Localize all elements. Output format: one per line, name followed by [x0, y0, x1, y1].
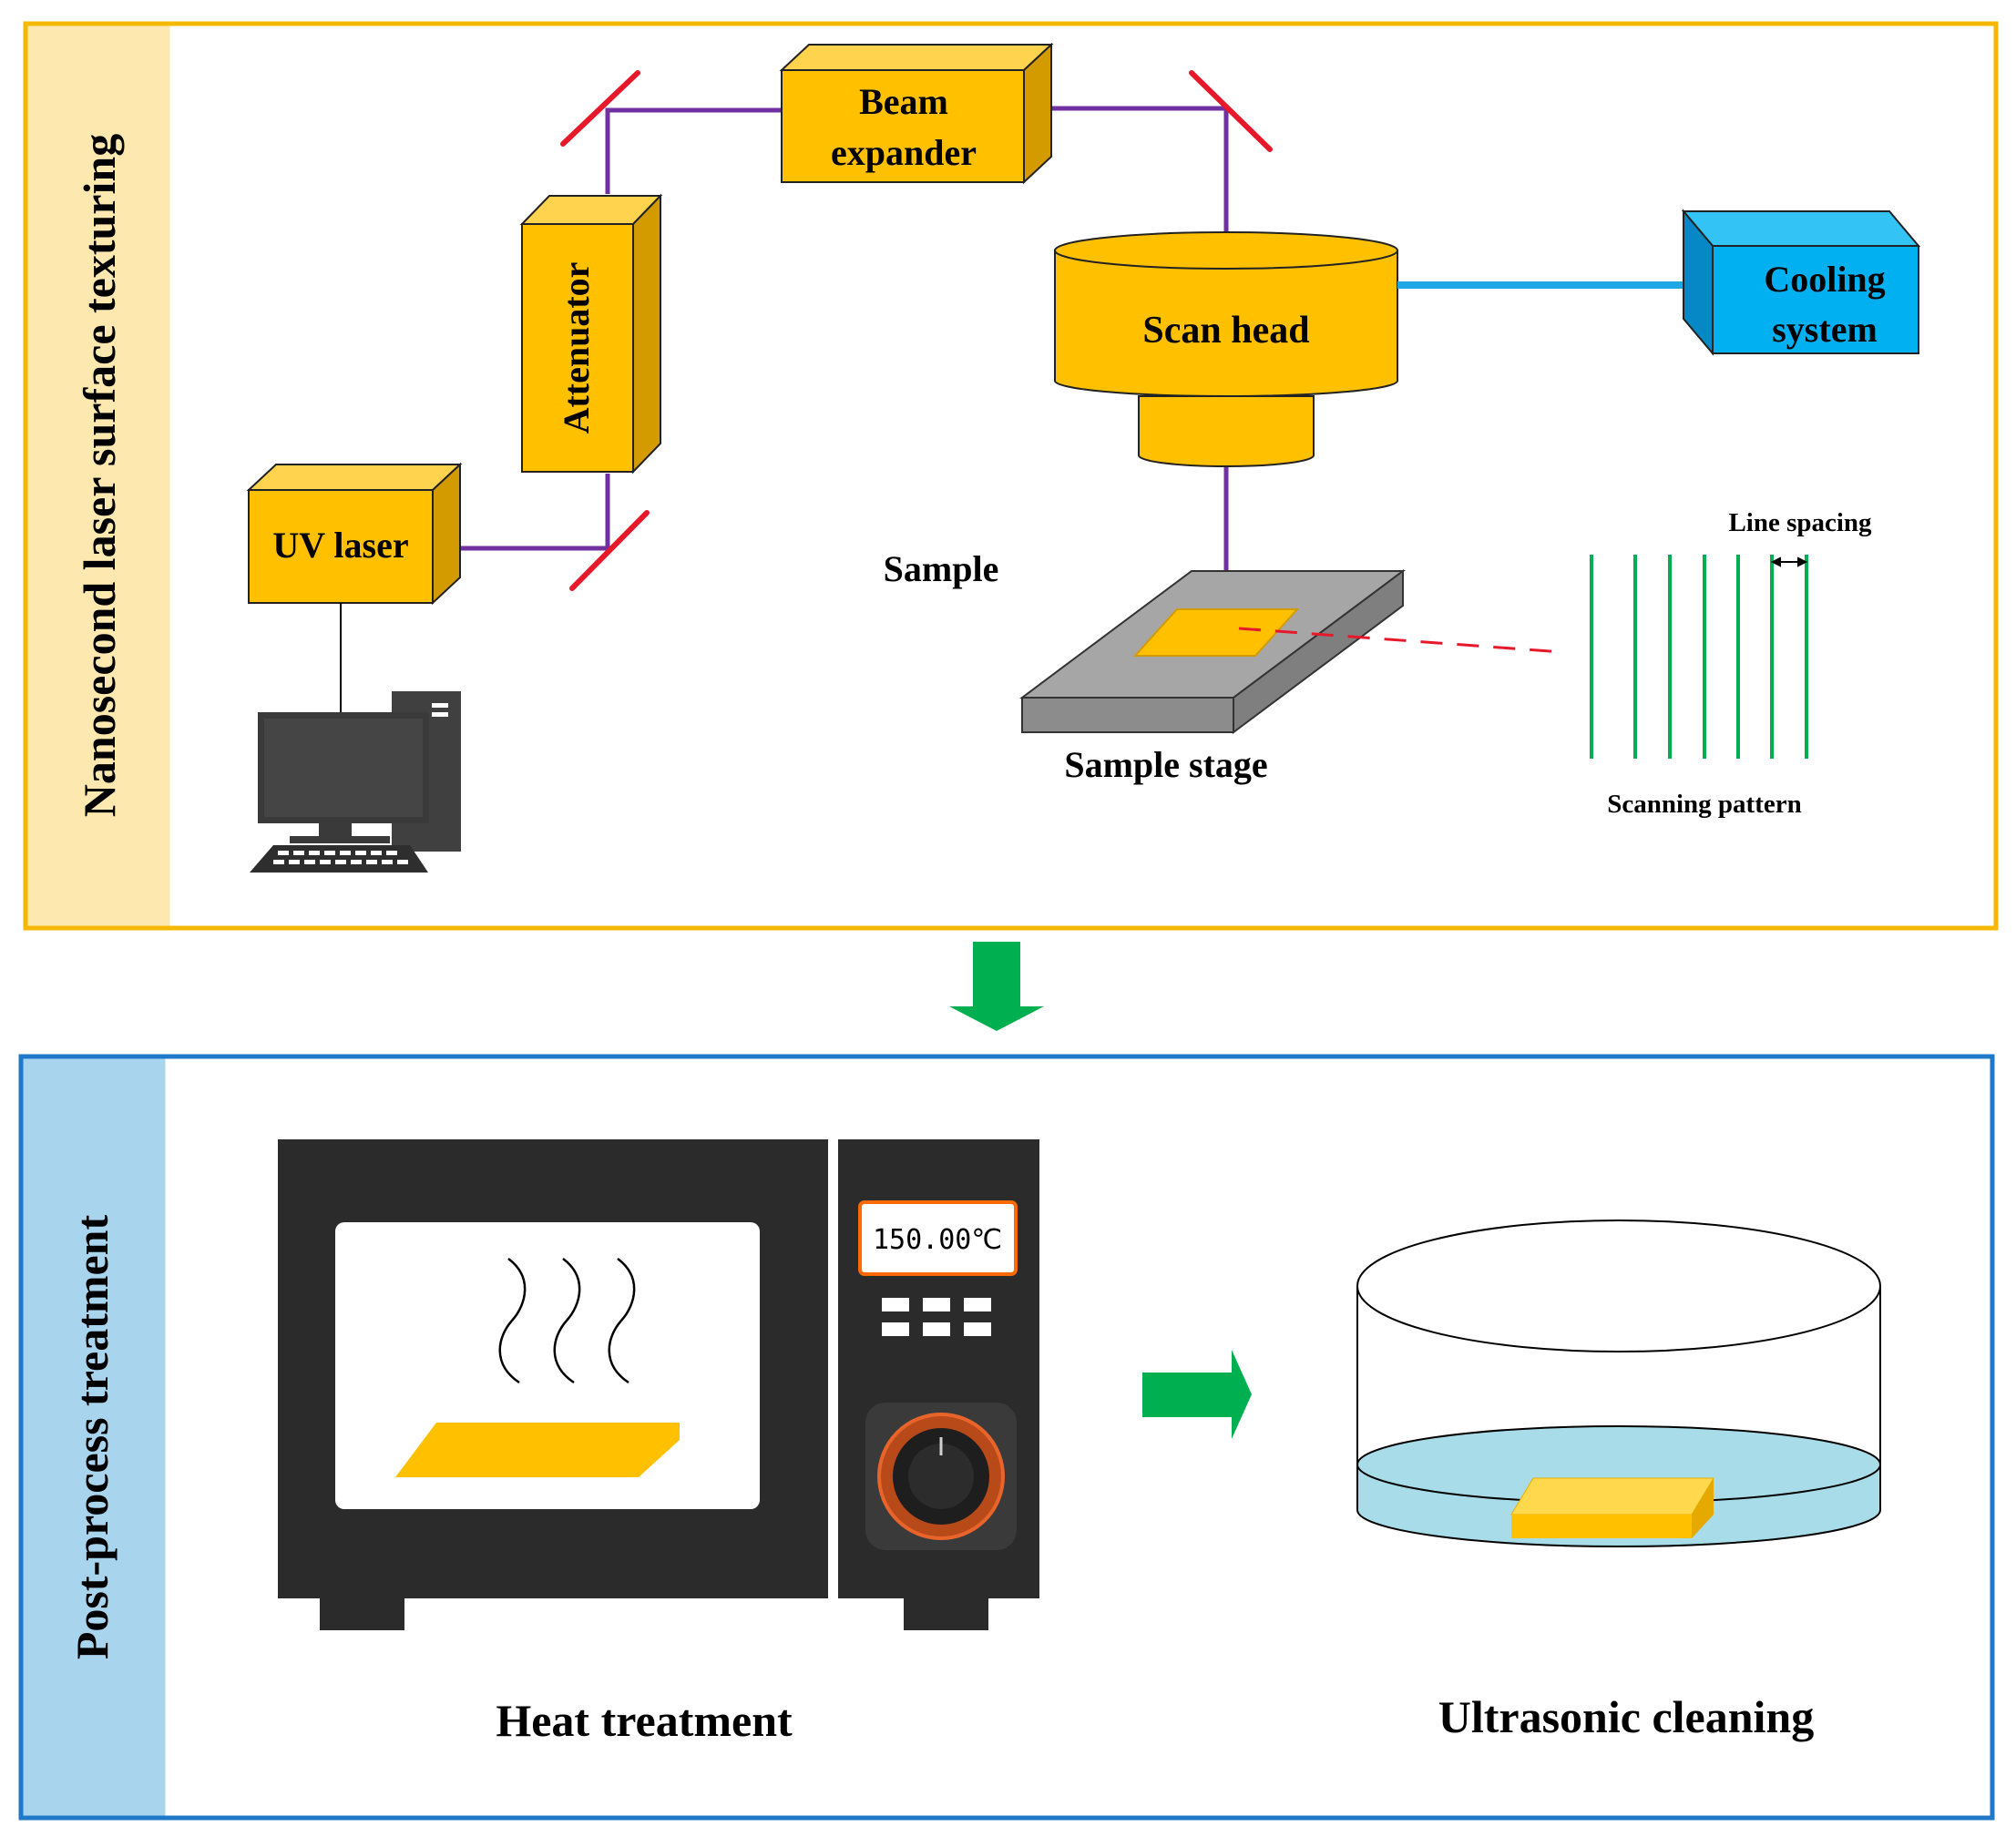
attenuator-label: Attenuator: [556, 262, 597, 434]
right-arrow-icon: [1142, 1350, 1252, 1439]
beam-expander-box: Beam expander: [779, 42, 1054, 185]
desktop-computer-icon: [250, 691, 461, 873]
line-spacing-label: Line spacing: [1728, 508, 1872, 537]
uv-laser-box: UV laser: [246, 462, 463, 606]
heat-waves-icon: [498, 1257, 636, 1384]
heat-treatment-label: Heat treatment: [496, 1695, 793, 1746]
panel1-sidebar: [27, 26, 170, 926]
oven-foot-right: [904, 1598, 988, 1630]
scanning-pattern-label: Scanning pattern: [1607, 790, 1802, 819]
bath-sample-side: [1692, 1478, 1714, 1538]
drying-oven-icon: 150.00℃: [278, 1139, 1039, 1630]
bath-sample-front: [1511, 1515, 1692, 1538]
scanning-pattern: [1590, 555, 1808, 759]
ultrasonic-bath-icon: [1356, 1220, 1881, 1547]
uv-laser-label: UV laser: [272, 525, 408, 566]
scan-head-label: Scan head: [1142, 310, 1309, 352]
line-spacing-indicator: [1770, 556, 1808, 567]
attenuator-box: Attenuator: [519, 193, 663, 475]
scan-head: Scan head: [1054, 231, 1398, 467]
cooling-label-1: Cooling: [1764, 259, 1885, 300]
beam-expander-label-1: Beam: [859, 81, 948, 122]
beam-expander-label-2: expander: [831, 132, 977, 173]
sample-stage-label: Sample stage: [1064, 744, 1267, 785]
mirror-3: [1189, 70, 1273, 152]
zoom-dashed-line: [1238, 627, 1563, 654]
panel-laser-texturing: Nanosecond laser surface texturing UV la…: [23, 21, 1999, 931]
bath-rim: [1356, 1220, 1881, 1352]
mirrors: [560, 70, 1273, 591]
sample-label: Sample: [884, 548, 999, 589]
panel-post-process: Post-process treatment 150.00℃: [18, 1054, 1995, 1821]
ultrasonic-cleaning-label: Ultrasonic cleaning: [1438, 1691, 1814, 1742]
oven-display-value: 150.00℃: [873, 1224, 1002, 1256]
panel2-title: Post-process treatment: [67, 1215, 118, 1660]
down-arrow-icon: [949, 942, 1044, 1031]
mirror-1: [569, 510, 650, 591]
oven-sample: [395, 1423, 680, 1477]
sample-piece: [1132, 608, 1300, 657]
cooling-label-2: system: [1772, 309, 1878, 350]
sample-stage: [1018, 569, 1407, 734]
oven-foot-left: [320, 1598, 404, 1630]
panel1-title: Nanosecond laser surface texturing: [74, 134, 125, 817]
oven-knob-center: [908, 1444, 974, 1509]
cooling-system-box: Cooling system: [1681, 209, 1921, 356]
panel2-sidebar: [23, 1058, 166, 1816]
oven-display: [858, 1200, 1018, 1276]
bath-sample: [1510, 1477, 1714, 1516]
mirror-2: [560, 70, 640, 147]
oven-buttons: [882, 1298, 991, 1336]
